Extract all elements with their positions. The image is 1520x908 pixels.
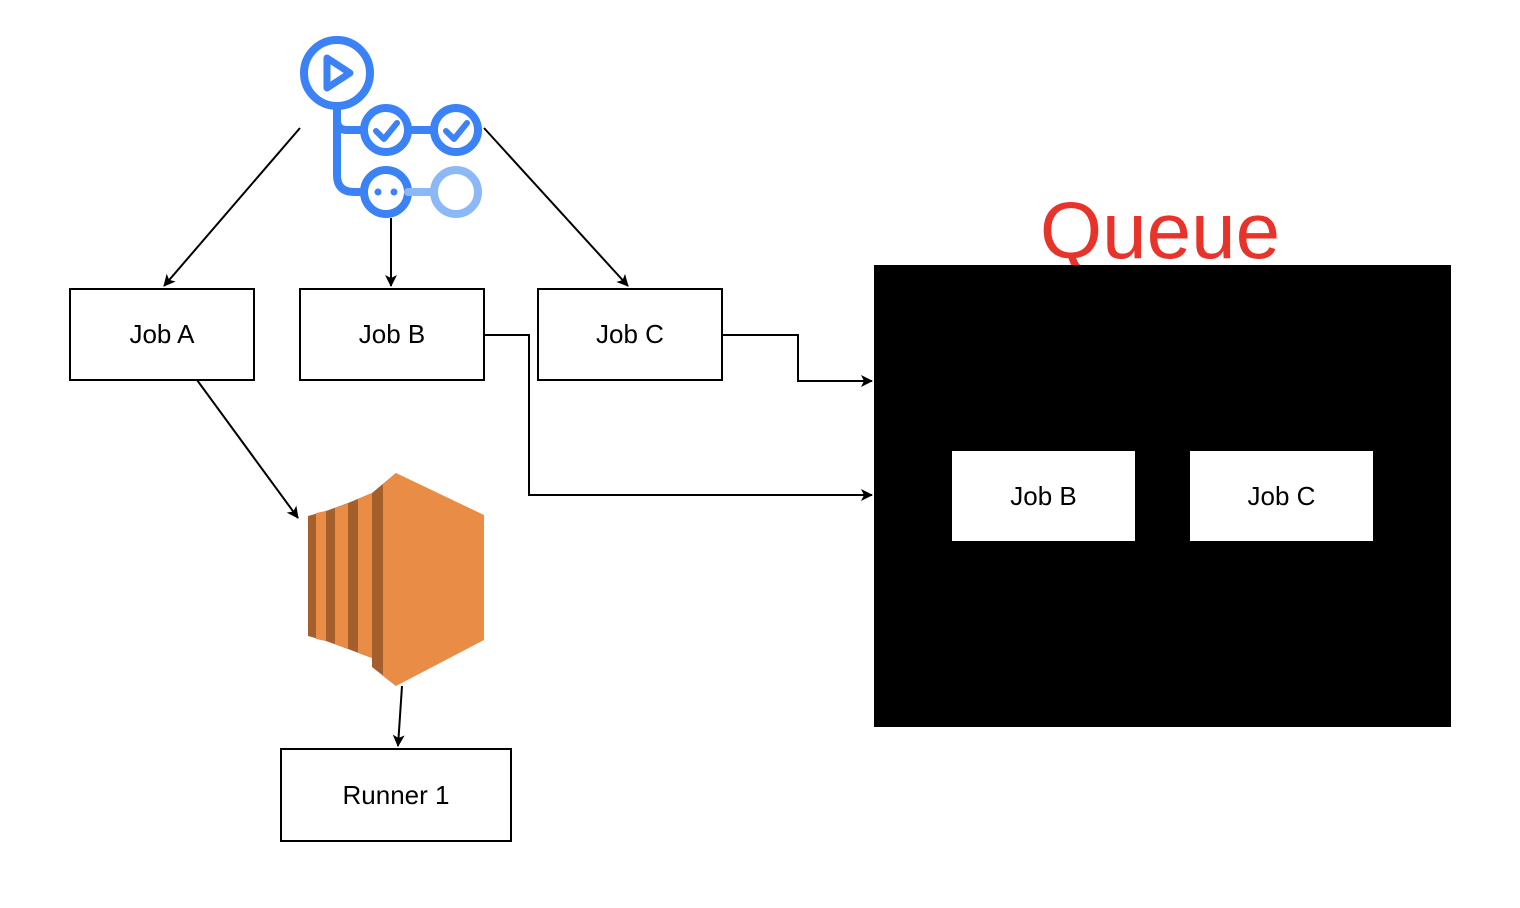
- edge-workflow-to-job-a: [163, 127, 301, 287]
- job-a-node: Job A: [69, 288, 255, 381]
- runner-1-node: Runner 1: [280, 748, 512, 842]
- edge-workflow-to-job-c: [483, 127, 629, 287]
- runner-1-label: Runner 1: [342, 779, 450, 810]
- edge-job-a-to-ec2: [196, 379, 299, 519]
- job-a-label: Job A: [129, 319, 195, 349]
- job-b-label: Job B: [358, 319, 426, 349]
- job-c-node: Job C: [537, 288, 723, 381]
- job-c-label: Job C: [596, 319, 664, 349]
- edge-job-b-to-queue: [484, 334, 873, 501]
- aws-ec2-icon: [308, 473, 484, 686]
- queue-item-label: Job B: [1010, 480, 1077, 511]
- queue-title: Queue: [1039, 186, 1281, 275]
- job-b-node: Job B: [299, 288, 485, 381]
- edge-ec2-to-runner: [392, 685, 405, 747]
- github-actions-icon: [300, 36, 482, 218]
- connectors: [163, 127, 873, 747]
- edge-job-c-to-queue: [722, 334, 873, 387]
- queue-item: Job C: [1190, 451, 1373, 541]
- queue-item: Job B: [952, 451, 1135, 541]
- queue-item-label: Job C: [1247, 480, 1316, 511]
